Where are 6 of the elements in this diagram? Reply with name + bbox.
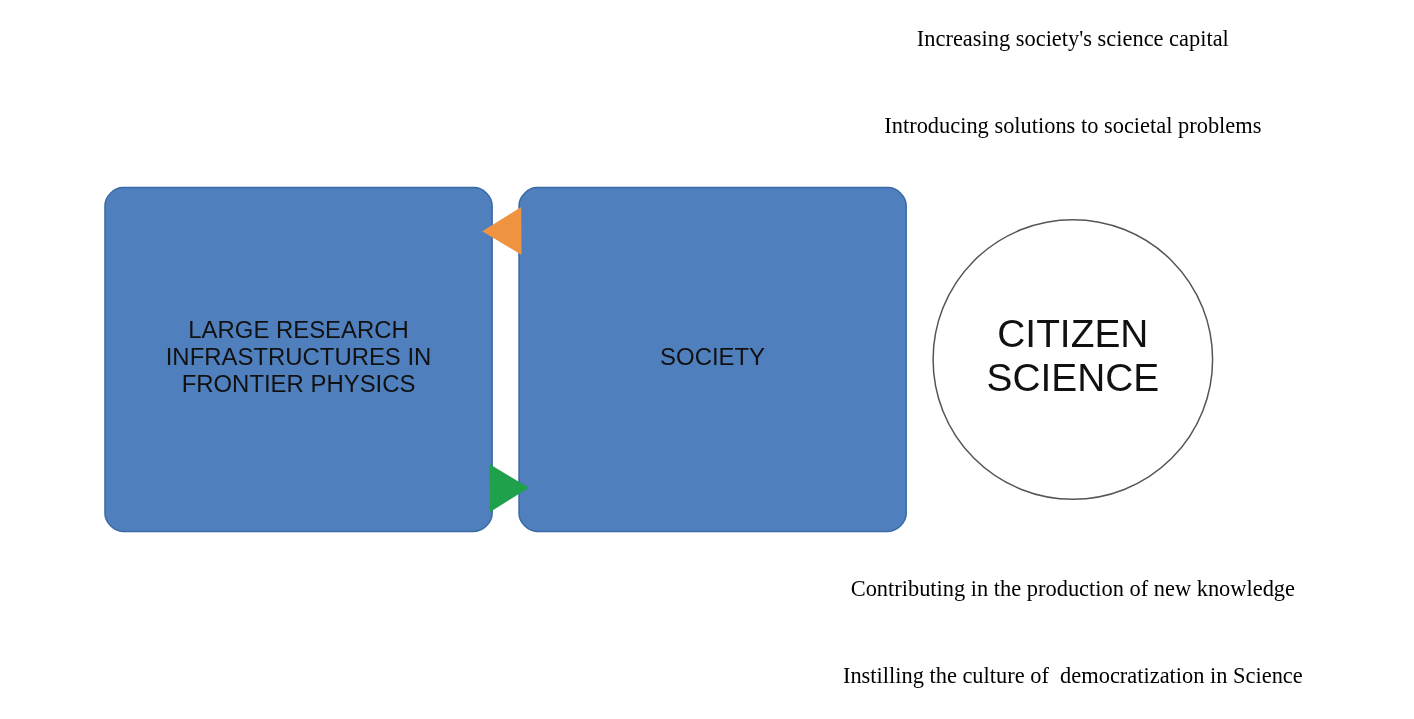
label: Contributing in the production of new knowledge [850,576,1296,602]
node-box: LARGE RESEARCH INFRASTRUCTURES IN FRONTIER PHYSICS [104,186,493,533]
label: Instilling the culture of democratization in Science [842,663,1303,689]
label: Increasing society's science capital [916,26,1229,52]
node-circle: CITIZEN SCIENCE [932,219,1214,500]
label: Introducing solutions to societal problems [884,113,1262,139]
